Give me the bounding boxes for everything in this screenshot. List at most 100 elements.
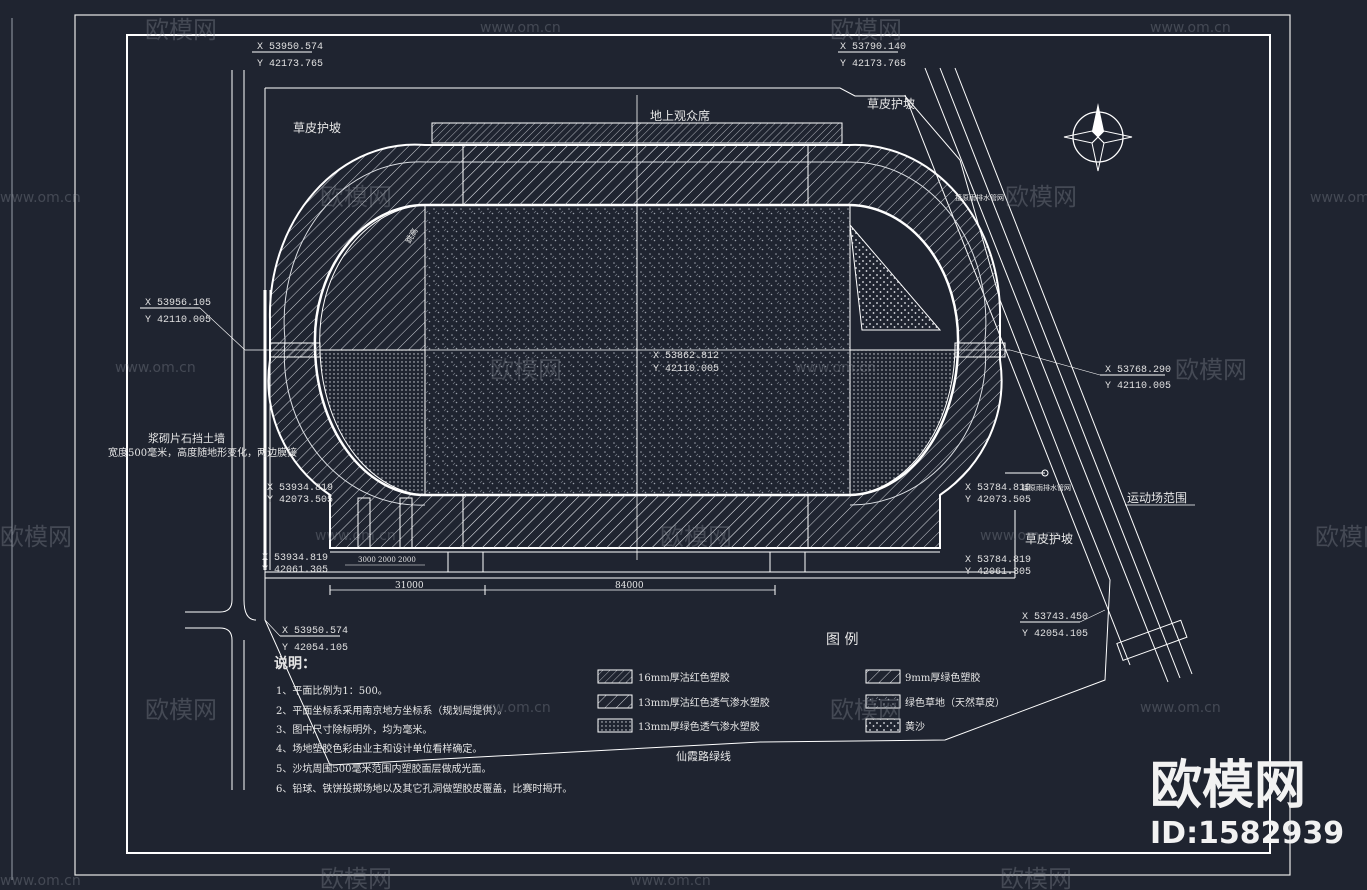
- svg-text:X 53862.812: X 53862.812: [653, 351, 719, 362]
- note-4: 4、场地塑胶色彩由业主和设计单位看样确定。: [276, 742, 482, 755]
- note-2: 2、平面坐标系采用南京地方坐标系（规划局提供）。: [276, 704, 507, 717]
- svg-text:Y 42110.005: Y 42110.005: [653, 364, 719, 375]
- svg-text:欧模网: 欧模网: [490, 356, 562, 384]
- svg-text:欧模网: 欧模网: [1315, 523, 1367, 551]
- coord-top-left: X 53950.574 Y 42173.765: [252, 42, 323, 70]
- note-1: 1、平面比例为1：500。: [276, 684, 388, 697]
- notes-title: 说明：: [274, 655, 316, 672]
- svg-text:Y 42061.305: Y 42061.305: [965, 567, 1031, 578]
- svg-text:www.om.cn: www.om.cn: [980, 528, 1061, 544]
- retaining-wall-label: 浆砌片石挡土墙: [148, 431, 225, 445]
- svg-text:Y 42173.765: Y 42173.765: [840, 59, 906, 70]
- coord-center: X 53862.812 Y 42110.005: [653, 351, 719, 375]
- watermark-brand-large: 欧模网: [1150, 756, 1306, 816]
- retaining-wall-note: 宽度500毫米，高度随地形变化，两边膜接: [108, 446, 297, 459]
- svg-text:www.om.cn: www.om.cn: [0, 873, 81, 889]
- svg-text:X 53784.819: X 53784.819: [965, 483, 1031, 494]
- coord-inner-bottom-right-1: X 53784.819 Y 42073.505: [965, 483, 1031, 506]
- svg-text:欧模网: 欧模网: [830, 696, 902, 724]
- legend-item-2: 13mm厚沽红色透气渗水塑胶: [597, 694, 770, 709]
- svg-text:X 53784.819: X 53784.819: [965, 555, 1031, 566]
- coord-bottom-left: X 53950.574 Y 42054.105: [264, 619, 348, 654]
- svg-text:www.om.cn: www.om.cn: [1310, 190, 1367, 206]
- stands-label: 地上观众席: [650, 108, 710, 123]
- grass-slope-top-left: 草皮护坡: [293, 121, 341, 135]
- svg-text:www.om.cn: www.om.cn: [1140, 700, 1221, 716]
- svg-text:欧模网: 欧模网: [0, 523, 72, 551]
- svg-text:欧模网: 欧模网: [660, 523, 732, 551]
- svg-text:13mm厚沽红色透气渗水塑胶: 13mm厚沽红色透气渗水塑胶: [638, 696, 770, 709]
- legend-title: 图 例: [826, 632, 858, 648]
- svg-text:www.om.cn: www.om.cn: [795, 360, 876, 376]
- grass-slope-top-right: 草皮护坡: [867, 97, 915, 111]
- legend-item-6: 黄沙: [865, 718, 925, 733]
- legend-item-4: 9mm厚绿色塑胶: [865, 669, 980, 684]
- svg-text:Y 42054.105: Y 42054.105: [1022, 629, 1088, 640]
- legend-item-5: 绿色草地（天然草皮）: [865, 694, 1005, 709]
- sheet-inner-frame: [126, 34, 1271, 854]
- watermark-id: ID:1582939: [1150, 816, 1344, 851]
- svg-text:Y 42073.505: Y 42073.505: [965, 495, 1031, 506]
- drain-label-right: 接原雨排水管网: [1022, 483, 1071, 492]
- svg-text:欧模网: 欧模网: [320, 183, 392, 211]
- svg-text:Y 42073.505: Y 42073.505: [267, 495, 333, 506]
- coord-top-right: X 53790.140 Y 42173.765: [838, 42, 906, 70]
- svg-text:欧模网: 欧模网: [320, 865, 392, 890]
- svg-text:绿色草地（天然草皮）: 绿色草地（天然草皮）: [905, 696, 1005, 709]
- svg-text:欧模网: 欧模网: [830, 16, 902, 44]
- site-boundary: [264, 87, 1111, 766]
- svg-text:www.om.cn: www.om.cn: [470, 700, 551, 716]
- north-arrow-icon: [1063, 103, 1133, 172]
- coord-inner-bottom-left-2: X 53934.819 Y 42061.305: [262, 553, 328, 576]
- svg-text:欧模网: 欧模网: [1175, 356, 1247, 384]
- drain-label-top: 接原雨排水管网: [955, 193, 1004, 202]
- svg-text:www.om.cn: www.om.cn: [1150, 20, 1231, 36]
- svg-text:X 53934.819: X 53934.819: [267, 483, 333, 494]
- svg-text:欧模网: 欧模网: [1000, 865, 1072, 890]
- svg-text:Y 42110.005: Y 42110.005: [1105, 381, 1171, 392]
- svg-text:X 53956.105: X 53956.105: [145, 298, 211, 309]
- legend-item-1: 16mm厚沽红色塑胶: [597, 669, 730, 684]
- svg-text:X 53950.574: X 53950.574: [282, 626, 348, 637]
- svg-text:Y 42061.305: Y 42061.305: [262, 565, 328, 576]
- dim-2000-b: 2000: [398, 556, 416, 564]
- coord-right-mid: X 53768.290 Y 42110.005: [1009, 349, 1171, 392]
- dim-2000-a: 2000: [378, 556, 396, 564]
- svg-text:www.om.cn: www.om.cn: [0, 190, 81, 206]
- svg-text:X 53743.450: X 53743.450: [1022, 612, 1088, 623]
- coord-left-mid: X 53956.105 Y 42110.005: [140, 298, 246, 351]
- svg-text:X 53768.290: X 53768.290: [1105, 365, 1171, 376]
- sheet-outer-frame: [74, 14, 1291, 876]
- svg-text:Y 42054.105: Y 42054.105: [282, 643, 348, 654]
- svg-text:黄沙: 黄沙: [905, 720, 925, 733]
- legend-item-3: 13mm厚绿色透气渗水塑胶: [597, 718, 760, 733]
- svg-text:9mm厚绿色塑胶: 9mm厚绿色塑胶: [905, 671, 980, 684]
- grass-slope-bottom-right: 草皮护坡: [1025, 532, 1073, 546]
- svg-text:欧模网: 欧模网: [145, 16, 217, 44]
- svg-text:X 53950.574: X 53950.574: [257, 42, 323, 53]
- sports-range-label: 运动场范围: [1127, 491, 1187, 505]
- coord-bottom-right: X 53743.450 Y 42054.105: [1020, 609, 1106, 640]
- svg-text:www.om.cn: www.om.cn: [315, 528, 396, 544]
- svg-text:www.om.cn: www.om.cn: [115, 360, 196, 376]
- coord-inner-bottom-right-2: X 53784.819 Y 42061.305: [965, 555, 1031, 578]
- watermark-layer: 欧模网 www.om.cn 欧模网 www.om.cn www.om.cn 欧模…: [0, 16, 1367, 890]
- road-green-line-label: 仙霞路绿线: [676, 749, 731, 763]
- svg-text:Y 42173.765: Y 42173.765: [257, 59, 323, 70]
- dim-31000: 31000: [395, 581, 424, 591]
- svg-text:Y 42110.005: Y 42110.005: [145, 315, 211, 326]
- svg-text:www.om.cn: www.om.cn: [630, 873, 711, 889]
- svg-text:X 53790.140: X 53790.140: [840, 42, 906, 53]
- svg-text:欧模网: 欧模网: [1005, 183, 1077, 211]
- note-3: 3、图中尺寸除标明外，均为毫米。: [276, 723, 432, 736]
- svg-text:16mm厚沽红色塑胶: 16mm厚沽红色塑胶: [638, 671, 730, 684]
- svg-text:13mm厚绿色透气渗水塑胶: 13mm厚绿色透气渗水塑胶: [638, 720, 760, 733]
- svg-text:www.om.cn: www.om.cn: [480, 20, 561, 36]
- note-5: 5、沙坑周围500毫米范围内塑胶面层做成光面。: [276, 762, 491, 775]
- svg-text:欧模网: 欧模网: [145, 696, 217, 724]
- note-6: 6、铅球、铁饼投掷场地以及其它孔洞做塑胶皮覆盖，比赛时揭开。: [276, 782, 572, 795]
- coord-inner-bottom-left-1: X 53934.819 Y 42073.505: [267, 483, 333, 506]
- svg-text:X 53934.819: X 53934.819: [262, 553, 328, 564]
- dim-84000: 84000: [615, 581, 644, 591]
